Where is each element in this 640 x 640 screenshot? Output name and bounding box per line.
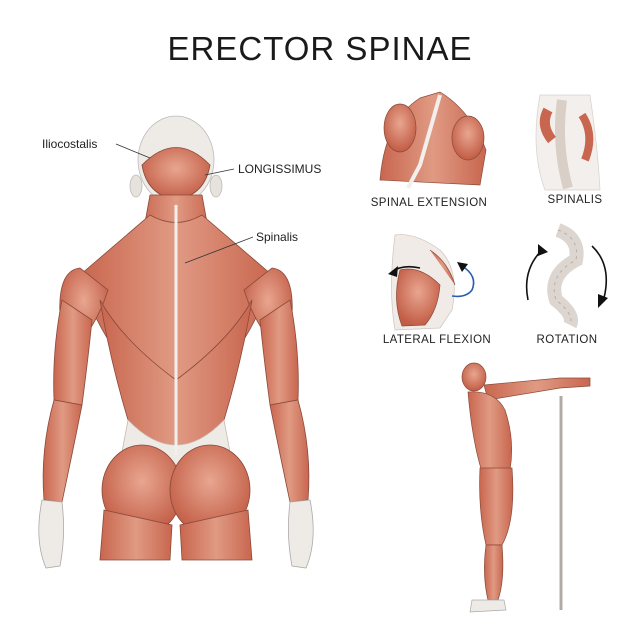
standing-torso [467,391,512,473]
longissimus-leader [204,168,235,176]
spinalis-leader [184,236,254,264]
lateral-flexion-right-arrow [451,265,475,298]
lateral-flexion-illustration [391,234,456,331]
back-figure [38,115,314,569]
iliocostalis-leader [115,143,151,159]
right-thigh [179,509,253,561]
rotation-caption: ROTATION [536,334,598,346]
standing-foot [469,599,507,613]
left-ear [129,174,143,198]
spinal-extension-illustration [379,91,487,189]
lateral-flexion-right-arrowhead [457,262,468,272]
rotation-right-arrow [591,245,608,299]
occipital-muscles [141,147,211,201]
rotation-illustration [547,223,584,329]
lateral-flexion-left-arrowhead [388,266,398,277]
iliocostalis-label: Iliocostalis [42,137,98,151]
callout-lines [115,143,254,264]
left-hand [38,499,64,569]
rotation-right-arrowhead [598,294,608,308]
lateral-flexion-caption: LATERAL FLEXION [382,334,492,346]
standing-arm [483,377,591,401]
right-upper-arm [259,299,299,406]
spinal-extension-caption: SPINAL EXTENSION [370,197,488,209]
standing-leg [484,544,504,601]
rotation-left-arrow [525,249,543,301]
rotation-left-arrowhead [538,244,548,256]
standing-head [461,362,487,392]
standing-figure [461,362,591,613]
spinalis-caption: SPINALIS [547,194,603,206]
page-title: ERECTOR SPINAE [167,30,473,67]
longissimus-label: LONGISSIMUS [238,162,322,176]
left-thigh [99,509,173,561]
spinalis-illustration [535,94,601,191]
right-ear [209,174,223,198]
spinalis-label: Spinalis [256,230,299,244]
left-upper-arm [53,299,93,406]
right-forearm [269,399,310,503]
left-forearm [42,399,83,503]
right-hand [288,499,314,569]
standing-thigh [479,467,514,546]
